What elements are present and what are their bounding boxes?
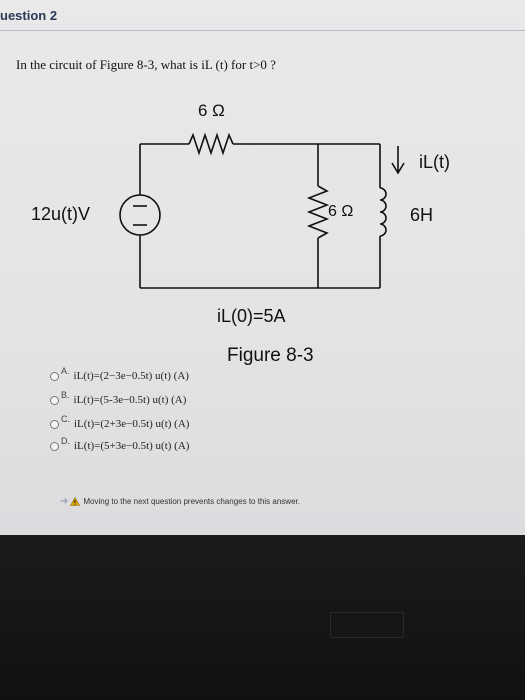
arrow-right-icon: ➔: [60, 496, 69, 507]
choice-a-text: iL(t)=(2−3e−0.5t) u(t) (A): [73, 370, 189, 382]
source-label: 12u(t)V: [31, 204, 91, 224]
browser-screen: uestion 2 In the circuit of Figure 8-3, …: [0, 0, 525, 535]
choice-b[interactable]: B. iL(t)=(5-3e−0.5t) u(t) (A): [50, 390, 187, 406]
current-arrow: [391, 146, 405, 175]
question-text: In the circuit of Figure 8-3, what is iL…: [16, 57, 276, 72]
top-resistor-label: 6 Ω: [198, 101, 225, 120]
title-divider: [0, 30, 525, 31]
choice-b-text: iL(t)=(5-3e−0.5t) u(t) (A): [73, 394, 187, 406]
mid-resistor-zigzag: [306, 185, 330, 239]
laptop-hinge: [330, 612, 404, 638]
warning-text: Moving to the next question prevents cha…: [83, 497, 300, 506]
monitor-bezel: [0, 535, 525, 700]
choice-d-text: iL(t)=(5+3e−0.5t) u(t) (A): [74, 440, 190, 452]
figure-caption: Figure 8-3: [227, 345, 314, 366]
choice-b-radio[interactable]: [50, 395, 59, 405]
circuit-diagram: [0, 0, 525, 535]
choice-d-radio[interactable]: [50, 441, 59, 451]
choice-d-letter: D.: [61, 436, 70, 446]
current-label: iL(t): [419, 152, 450, 172]
inductor-label: 6H: [410, 205, 434, 225]
choice-d[interactable]: D. iL(t)=(5+3e−0.5t) u(t) (A): [50, 436, 190, 452]
navigation-warning: ➔ Moving to the next question prevents c…: [60, 496, 300, 507]
initial-condition-label: iL(0)=5A: [217, 306, 286, 326]
choice-a-radio[interactable]: [50, 371, 59, 381]
choice-c-radio[interactable]: [50, 419, 59, 429]
inductor-coil: [379, 187, 387, 237]
mid-resistor-label: 6 Ω: [328, 203, 354, 220]
warning-icon: [70, 497, 81, 506]
choice-c-text: iL(t)=(2+3e−0.5t) u(t) (A): [74, 418, 190, 430]
choice-b-letter: B.: [61, 390, 70, 400]
choice-c[interactable]: C. iL(t)=(2+3e−0.5t) u(t) (A): [50, 414, 190, 430]
top-resistor-zigzag: [188, 132, 234, 156]
choice-a[interactable]: A. iL(t)=(2−3e−0.5t) u(t) (A): [50, 366, 189, 382]
choice-c-letter: C.: [61, 414, 70, 424]
question-title: uestion 2: [0, 8, 58, 23]
choice-a-letter: A.: [61, 366, 70, 376]
voltage-source-symbol: [119, 194, 161, 236]
